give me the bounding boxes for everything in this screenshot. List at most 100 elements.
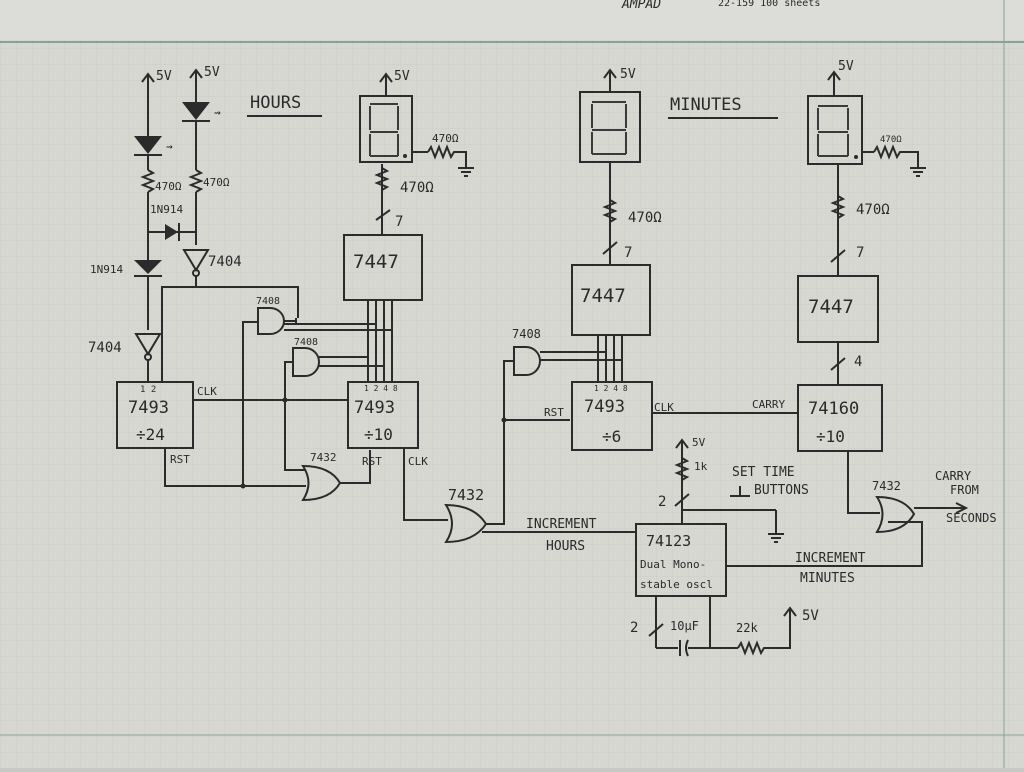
svg-text:RST: RST (544, 406, 564, 419)
resistor-1k (674, 457, 690, 481)
counter-hours-ones-label: 7493 (354, 398, 395, 418)
svg-text:7432: 7432 (448, 486, 484, 504)
svg-text:5V: 5V (692, 436, 706, 449)
counter-hours-tens-label: 7493 (128, 398, 169, 418)
vcc-label-1: 5V (156, 69, 172, 84)
inverter-right-label: 7404 (208, 254, 242, 270)
svg-text:INCREMENT: INCREMENT (795, 551, 866, 566)
or-gate-increment-minutes: 7432 (872, 479, 916, 534)
counter-minutes-tens-label: 7493 (584, 397, 625, 417)
svg-text:CARRY: CARRY (935, 469, 972, 483)
svg-text:1 2: 1 2 (140, 385, 156, 395)
capacitor-label: 10μF (670, 619, 699, 633)
svg-text:BUTTONS: BUTTONS (754, 483, 809, 498)
svg-text:1 2 4 8: 1 2 4 8 (364, 384, 398, 393)
svg-text:5V: 5V (838, 59, 854, 74)
resistor-hours-led-2 (188, 169, 204, 193)
svg-text:470Ω: 470Ω (856, 202, 890, 218)
inverter-left-label: 7404 (88, 340, 122, 356)
counter-hours-tens (116, 381, 194, 449)
svg-text:INCREMENT: INCREMENT (526, 517, 597, 532)
hours-led-right: 5V ⇝ (182, 65, 221, 122)
hours-title: HOURS (250, 93, 301, 113)
svg-text:HOURS: HOURS (546, 539, 585, 554)
monostable-label: 74123 (646, 532, 691, 550)
svg-text:CLK: CLK (197, 385, 217, 398)
svg-text:CLK: CLK (654, 401, 674, 414)
svg-text:⇝: ⇝ (166, 140, 173, 153)
svg-text:470Ω: 470Ω (203, 176, 230, 189)
resistor-minutes-ones (830, 195, 846, 219)
counter-minutes-tens (571, 381, 653, 451)
svg-text:7432: 7432 (872, 479, 901, 493)
counter-minutes-ones (797, 384, 883, 452)
svg-text:7: 7 (624, 245, 632, 261)
display-hours-ones: 5V (359, 69, 413, 163)
diode-left (134, 260, 162, 274)
svg-text:⇝: ⇝ (214, 106, 221, 119)
svg-text:RST: RST (362, 455, 382, 468)
svg-text:2: 2 (630, 620, 638, 636)
svg-text:5V: 5V (620, 67, 636, 82)
counter-hours-ones-div: ÷10 (364, 425, 393, 444)
resistor-hours-led-1 (140, 169, 156, 193)
svg-text:1k: 1k (694, 460, 708, 473)
resistor-hours-display (374, 167, 390, 191)
svg-text:470Ω: 470Ω (400, 180, 434, 196)
svg-text:Dual Mono-: Dual Mono- (640, 558, 706, 571)
svg-text:470Ω: 470Ω (880, 135, 902, 145)
minutes-title: MINUTES (670, 95, 742, 115)
svg-text:MINUTES: MINUTES (800, 571, 855, 586)
svg-text:CLK: CLK (408, 455, 428, 468)
counter-hours-ones (347, 381, 419, 449)
svg-text:RST: RST (170, 453, 190, 466)
svg-text:7408: 7408 (256, 296, 280, 307)
svg-text:7: 7 (395, 214, 403, 230)
svg-text:7408: 7408 (294, 337, 318, 348)
svg-text:470Ω: 470Ω (155, 180, 182, 193)
and-gate-hours-1: 7408 (256, 296, 285, 335)
decoder-minutes-ones-label: 7447 (808, 296, 854, 318)
pad-brand: AMPAD (621, 0, 661, 12)
svg-text:SET TIME: SET TIME (732, 465, 795, 480)
decoder-hours-label: 7447 (353, 251, 399, 273)
set-time-buttons[interactable] (730, 486, 750, 497)
svg-text:7432: 7432 (310, 451, 337, 464)
decoder-minutes-tens-label: 7447 (580, 285, 626, 307)
svg-text:7408: 7408 (512, 327, 541, 341)
vcc-label-2: 5V (204, 65, 220, 80)
svg-text:stable oscl: stable oscl (640, 578, 713, 591)
counter-minutes-tens-div: ÷6 (602, 427, 621, 446)
and-gate-minutes: 7408 (512, 327, 541, 376)
svg-text:22k: 22k (736, 621, 758, 635)
svg-text:5V: 5V (802, 608, 819, 624)
and-gate-hours-2: 7408 (292, 337, 320, 377)
svg-text:SECONDS: SECONDS (946, 511, 997, 525)
svg-text:FROM: FROM (950, 483, 979, 497)
svg-text:470Ω: 470Ω (432, 132, 459, 145)
svg-text:CARRY: CARRY (752, 398, 785, 411)
counter-minutes-ones-label: 74160 (808, 399, 859, 419)
diode-cross-label: 1N914 (150, 203, 183, 216)
svg-text:5V: 5V (394, 69, 410, 84)
svg-text:1 2 4 8: 1 2 4 8 (594, 384, 628, 393)
decoder-minutes-tens (571, 264, 651, 336)
svg-text:4: 4 (854, 354, 862, 370)
resistor-minutes-tens (602, 199, 618, 223)
inverter-right (182, 249, 210, 272)
hours-led-left: 5V ⇝ (134, 69, 173, 156)
inverter-left (134, 333, 162, 356)
diode-cross (165, 224, 178, 240)
pad-sheet-code: 22-159 100 sheets (718, 0, 820, 9)
svg-text:2: 2 (658, 494, 666, 510)
diode-left-label: 1N914 (90, 263, 123, 276)
counter-hours-tens-div: ÷24 (136, 425, 165, 444)
svg-text:7: 7 (856, 245, 864, 261)
resistor-22k (737, 608, 791, 656)
svg-text:470Ω: 470Ω (628, 210, 662, 226)
or-gate-hours-reset: 7432 (301, 451, 342, 502)
counter-minutes-ones-div: ÷10 (816, 427, 845, 446)
display-minutes-ones: 5V (807, 59, 863, 165)
